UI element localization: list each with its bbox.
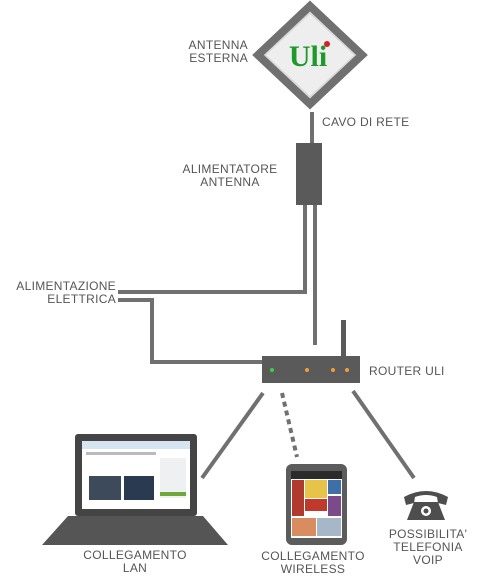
voip-label-line3: VOIP xyxy=(413,553,443,567)
router-to-voip-line xyxy=(351,389,416,480)
uli-logo: Uli xyxy=(289,40,327,73)
power-supply-icon xyxy=(296,143,322,205)
cable-label: CAVO DI RETE xyxy=(322,115,410,129)
router-to-lan-line xyxy=(200,391,265,480)
router-led xyxy=(305,368,309,372)
lan-label: COLLEGAMENTO LAN xyxy=(70,549,200,575)
voip-label-line1: POSSIBILITA' xyxy=(388,527,468,541)
logo-red-dot xyxy=(324,41,330,47)
router-led xyxy=(270,368,274,372)
mains-to-router-line xyxy=(118,298,262,364)
router-led xyxy=(331,368,335,372)
telephone-icon xyxy=(404,491,448,520)
router-to-wireless-line xyxy=(280,392,299,458)
power-supply-label-line2: ANTENNA xyxy=(200,175,260,189)
laptop-icon xyxy=(42,434,228,545)
power-supply-label-line1: ALIMENTATORE xyxy=(182,162,278,176)
antenna-label-line1: ANTENNA xyxy=(188,38,248,52)
antenna-label: ANTENNA ESTERNA xyxy=(150,39,248,65)
wireless-label-line2: WIRELESS xyxy=(280,562,346,576)
router-label: ROUTER ULI xyxy=(369,364,445,378)
mains-label: ALIMENTAZIONE ELETTRICA xyxy=(2,280,116,306)
mains-label-line2: ELETTRICA xyxy=(47,292,116,306)
lan-label-line1: COLLEGAMENTO xyxy=(83,548,187,562)
power-supply-label: ALIMENTATORE ANTENNA xyxy=(170,163,290,189)
lan-label-line2: LAN xyxy=(122,561,148,575)
tablet-icon xyxy=(286,464,347,545)
voip-label: POSSIBILITA' TELEFONIA VOIP xyxy=(376,528,480,567)
wireless-label-line1: COLLEGAMENTO xyxy=(261,549,365,563)
mains-label-line1: ALIMENTAZIONE xyxy=(16,279,116,293)
voip-label-line2: TELEFONIA xyxy=(393,540,463,554)
antenna-label-line2: ESTERNA xyxy=(189,51,248,65)
router-icon xyxy=(262,320,360,383)
diamond-antenna-icon xyxy=(252,0,368,110)
router-led xyxy=(345,368,349,372)
wireless-label: COLLEGAMENTO WIRELESS xyxy=(248,550,378,576)
